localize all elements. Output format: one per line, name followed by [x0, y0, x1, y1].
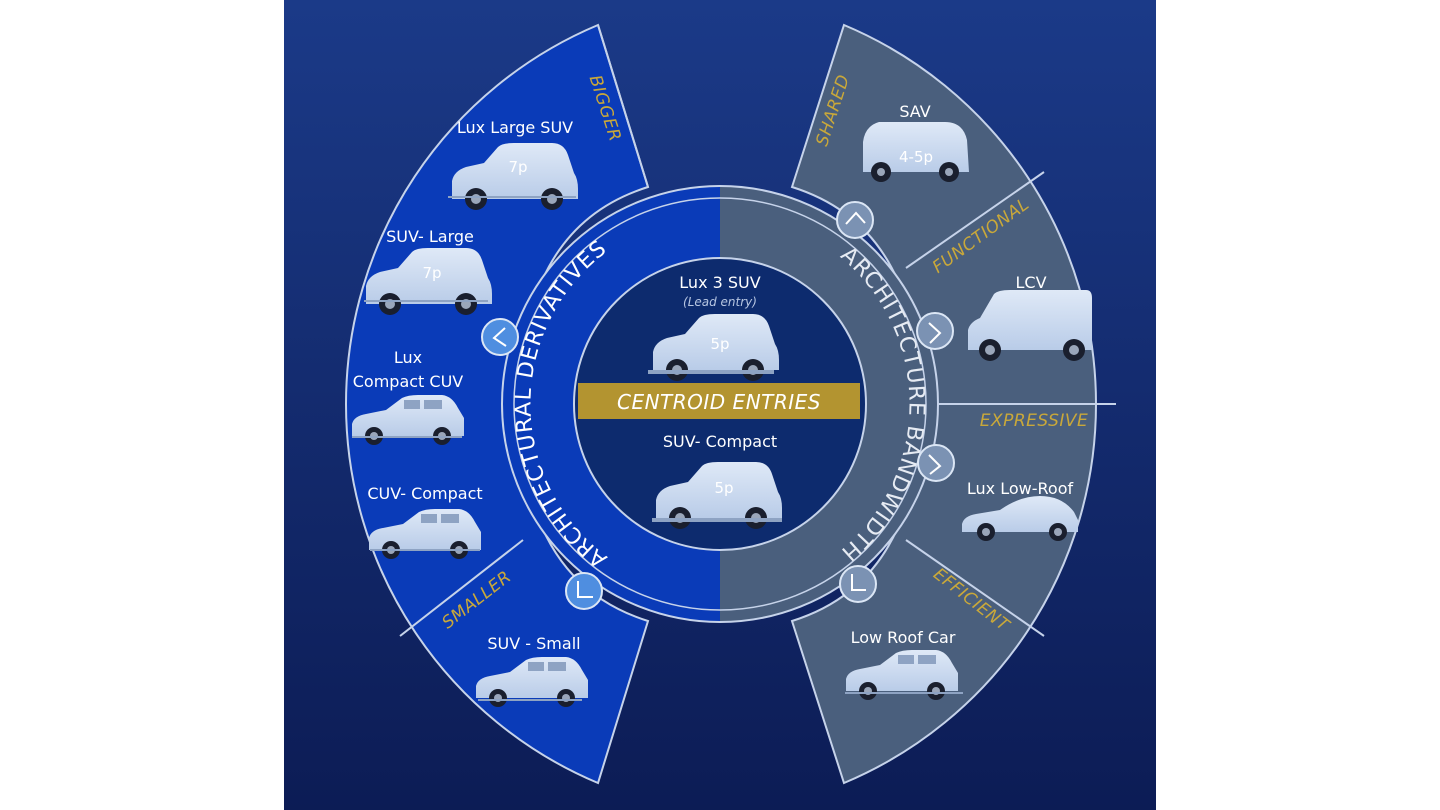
center-bottom-badge: 5p [714, 479, 733, 497]
chevron-down-right-icon [917, 444, 955, 482]
suv-large-label: SUV- Large [386, 227, 474, 246]
lcv-label: LCV [1015, 273, 1046, 292]
cuv-compact-label: CUV- Compact [367, 484, 482, 503]
category-expressive: EXPRESSIVE [980, 411, 1089, 431]
lux-compact-cuv-label-line2: Compact CUV [353, 372, 464, 391]
chevron-up-icon [836, 201, 874, 239]
center-top-name: Lux 3 SUV [679, 273, 760, 292]
center-bottom-name: SUV- Compact [663, 432, 777, 451]
center-top-badge: 5p [710, 335, 729, 353]
suv-small-label: SUV - Small [487, 634, 580, 653]
chevron-left-icon [481, 318, 519, 356]
chevron-down-icon [839, 565, 877, 603]
lux-compact-cuv-label-line1: Lux [394, 348, 422, 367]
lux-large-suv-label: Lux Large SUV [457, 118, 573, 137]
center-top-note: (Lead entry) [683, 295, 757, 309]
low-roof-car-label: Low Roof Car [851, 628, 956, 647]
centroid-banner-label: CENTROID ENTRIES [617, 390, 821, 414]
chevron-right-icon [916, 312, 954, 350]
suv-large-badge: 7p [422, 264, 441, 282]
centroid-banner [578, 383, 860, 419]
lux-large-suv-badge: 7p [508, 158, 527, 176]
sav-badge: 4-5p [899, 148, 933, 166]
sav-label: SAV [899, 102, 930, 121]
lux-low-roof-label: Lux Low-Roof [967, 479, 1074, 498]
chevron-down-left-icon [565, 572, 603, 610]
